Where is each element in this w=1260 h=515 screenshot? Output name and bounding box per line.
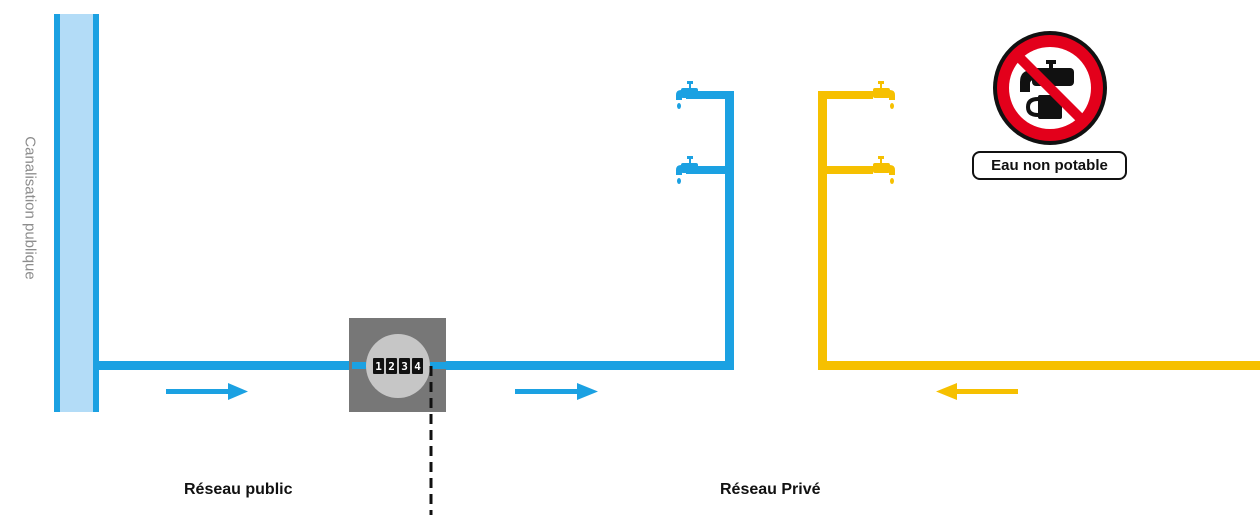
public-main-label: Canalisation publique (21, 136, 39, 280)
public-network-label: Réseau public (184, 481, 293, 498)
meter-digit: 3 (399, 358, 410, 374)
private-riser (725, 91, 734, 370)
water-meter (349, 318, 446, 412)
private-network-label: Réseau Privé (720, 481, 821, 498)
arrow-icon (709, 91, 719, 99)
arrow-icon (830, 91, 840, 99)
non-potable-label: Eau non potable (972, 151, 1127, 180)
meter-digit: 4 (412, 358, 423, 374)
yellow-branch-bottom (823, 166, 873, 174)
arrow-icon (830, 166, 840, 174)
tap-icon (676, 156, 698, 184)
arrow-icon (166, 383, 248, 400)
meter-display: 1 2 3 4 (370, 357, 426, 375)
arrow-icon (936, 383, 1018, 400)
tap-icon (676, 81, 698, 109)
tap-branch-top (686, 91, 730, 99)
meter-digit: 2 (386, 358, 397, 374)
tap-icon (873, 156, 895, 184)
non-potable-pipe (818, 361, 1260, 370)
private-pipe (445, 361, 734, 370)
yellow-branch-top (823, 91, 873, 99)
arrow-icon (709, 166, 719, 174)
tap-icon (873, 81, 895, 109)
tap-branch-bottom (686, 166, 730, 174)
non-potable-riser (818, 91, 827, 370)
public-pipe (96, 361, 352, 370)
arrow-icon (515, 383, 598, 400)
meter-digit: 1 (373, 358, 384, 374)
public-main-pipe (54, 14, 99, 412)
no-drinking-water-icon (993, 31, 1107, 145)
